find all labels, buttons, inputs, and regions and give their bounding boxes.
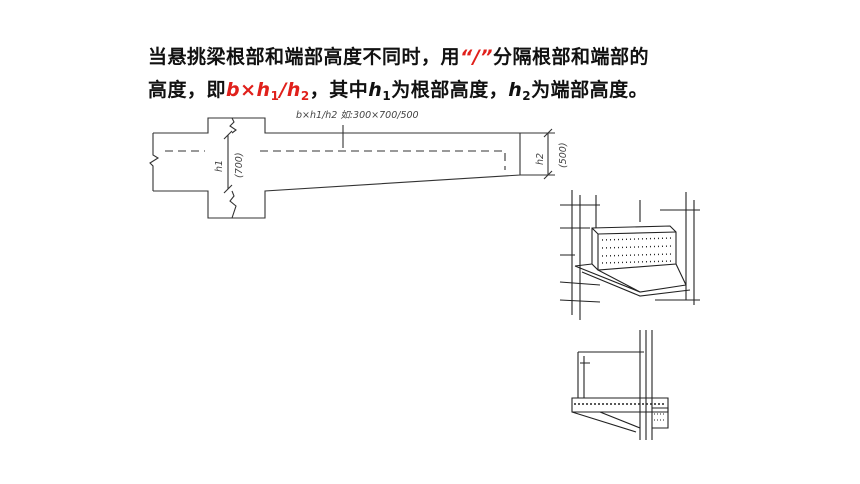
break-mark-left (149, 133, 160, 191)
text-segment: 分隔根部和端部的 (492, 46, 649, 68)
formula-sub-1: 1 (270, 89, 280, 103)
balcony-section-sketch (571, 330, 669, 440)
text-segment: 为端部高度。 (531, 79, 649, 101)
formula-times: × (240, 79, 257, 101)
formula-h1: h (256, 79, 271, 101)
reinforcement-line (165, 150, 506, 170)
beam-outline (153, 117, 521, 219)
h1-symbol: h (368, 79, 383, 101)
h2-label: h2 (535, 153, 546, 165)
break-mark-bottom (229, 190, 237, 219)
beam-elevation (149, 117, 555, 219)
text-segment: 高度，即 (148, 79, 227, 101)
text-segment: ，其中 (309, 79, 369, 101)
h2-subscript: 2 (522, 89, 532, 103)
quote-open: “ (460, 46, 473, 68)
size-annotation: b×h1/h2 如:300×700/500 (296, 110, 419, 121)
h2-dimension-line (520, 128, 555, 180)
balcony-isometric-sketch (559, 190, 700, 320)
quote-close: ” (480, 46, 493, 68)
heading-line-2: 高度，即b×h1/h2，其中h1为根部高度，h2为端部高度。 (148, 75, 648, 103)
formula-slash: / (279, 79, 287, 101)
h1-value: (700) (234, 152, 245, 178)
text-segment: 当悬挑梁根部和端部高度不同时，用 (148, 46, 461, 68)
h1-dimension-line (223, 130, 233, 194)
h1-subscript: 1 (382, 89, 392, 103)
text-segment: 为根部高度， (391, 79, 509, 101)
h1-label: h1 (214, 160, 225, 172)
h2-value: (500) (558, 142, 569, 168)
h2-symbol: h (508, 79, 523, 101)
heading-line-1: 当悬挑梁根部和端部高度不同时，用“/”分隔根部和端部的 (148, 42, 649, 69)
formula-h2: h (286, 79, 301, 101)
formula-sub-2: 2 (300, 89, 310, 103)
break-mark-top (229, 117, 237, 134)
slash-symbol: / (472, 46, 481, 68)
formula-b: b (226, 79, 241, 101)
